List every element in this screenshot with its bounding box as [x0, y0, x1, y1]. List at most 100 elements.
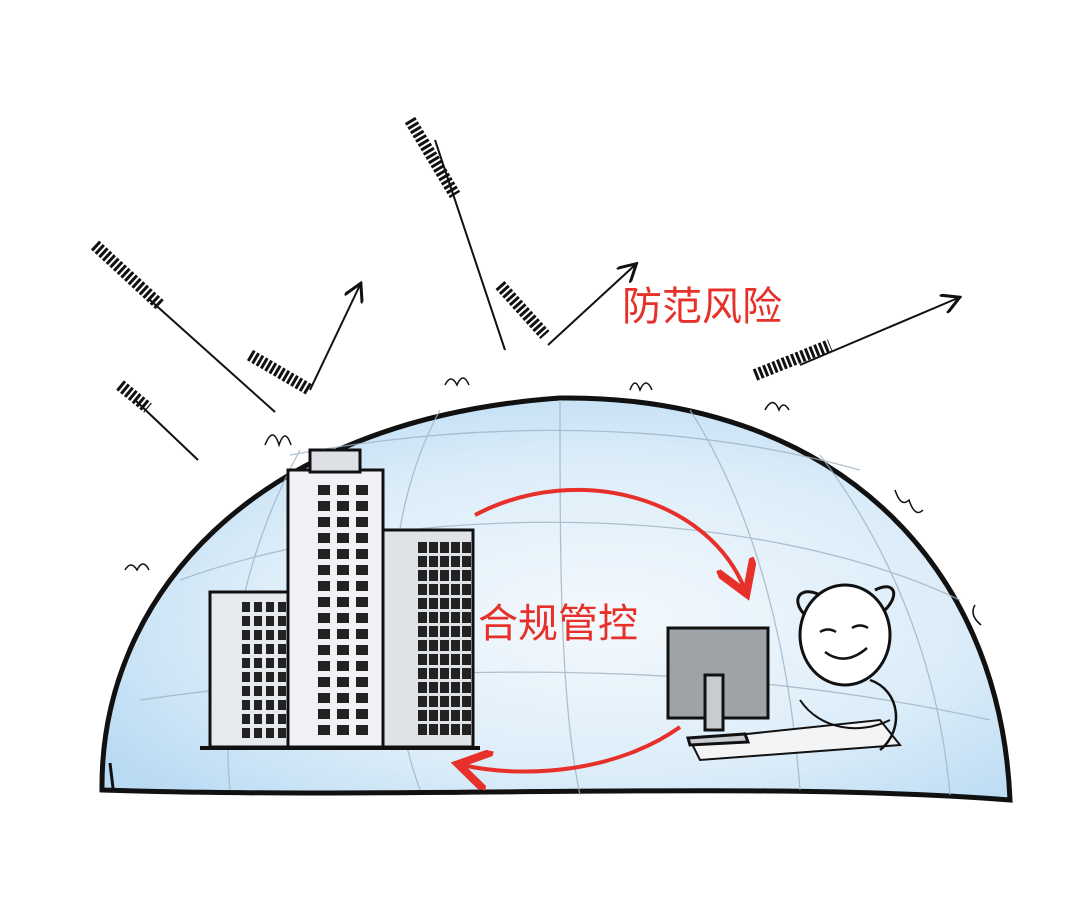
building-window — [278, 686, 286, 696]
building-window — [462, 584, 471, 595]
building-window — [337, 581, 349, 591]
building-window — [356, 677, 368, 687]
building-window — [356, 725, 368, 735]
building-window — [451, 724, 460, 735]
building-window — [440, 542, 449, 553]
building-window — [318, 709, 330, 719]
building-window — [266, 644, 274, 654]
building-window — [451, 654, 460, 665]
building-window — [337, 693, 349, 703]
building-window — [318, 661, 330, 671]
building-window — [356, 661, 368, 671]
building-window — [418, 626, 427, 637]
building-window — [266, 630, 274, 640]
building-window — [462, 598, 471, 609]
building-window — [429, 710, 438, 721]
building-window — [451, 542, 460, 553]
building-window — [429, 584, 438, 595]
risk-prevention-label: 防范风险 — [622, 284, 782, 330]
deflected-arrows — [90, 116, 982, 626]
building-window — [278, 700, 286, 710]
building-window — [418, 696, 427, 707]
building-window — [418, 542, 427, 553]
building-window — [356, 485, 368, 495]
building-window — [254, 672, 262, 682]
building-window — [462, 612, 471, 623]
buildings — [200, 448, 480, 750]
building-window — [266, 700, 274, 710]
building-window — [451, 710, 460, 721]
building-window — [337, 677, 349, 687]
building-window — [278, 644, 286, 654]
building-window — [337, 725, 349, 735]
building-window — [451, 640, 460, 651]
building-window — [242, 616, 250, 626]
compliance-control-label: 合规管控 — [478, 601, 638, 647]
building-window — [356, 549, 368, 559]
cycle-arrows — [462, 487, 745, 772]
building-window — [254, 728, 262, 738]
building-window — [318, 485, 330, 495]
building-window — [462, 696, 471, 707]
building-window — [356, 709, 368, 719]
building-window — [429, 570, 438, 581]
building-window — [266, 616, 274, 626]
building-window — [462, 682, 471, 693]
building-window — [242, 728, 250, 738]
building-window — [440, 710, 449, 721]
building-window — [266, 658, 274, 668]
building-window — [278, 728, 286, 738]
building-window — [429, 654, 438, 665]
building-window — [266, 602, 274, 612]
building-window — [318, 597, 330, 607]
building-window — [429, 626, 438, 637]
building-window — [418, 584, 427, 595]
building-window — [337, 485, 349, 495]
building-window — [266, 728, 274, 738]
building-window — [462, 570, 471, 581]
building-window — [356, 629, 368, 639]
building-window — [451, 626, 460, 637]
building-window — [254, 658, 262, 668]
building-window — [318, 581, 330, 591]
building-window — [440, 696, 449, 707]
building-window — [440, 724, 449, 735]
building-window — [418, 654, 427, 665]
building-window — [440, 570, 449, 581]
building-window — [418, 598, 427, 609]
building-window — [278, 630, 286, 640]
building-window — [356, 645, 368, 655]
building-window — [440, 598, 449, 609]
building-window — [318, 565, 330, 575]
building-window — [418, 570, 427, 581]
building-window — [337, 517, 349, 527]
signature-mark — [108, 762, 121, 794]
building-window — [462, 654, 471, 665]
building-window — [254, 714, 262, 724]
building-window — [254, 644, 262, 654]
building-window — [429, 556, 438, 567]
building-window — [254, 616, 262, 626]
building-window — [462, 556, 471, 567]
building-window — [278, 658, 286, 668]
building-window — [451, 598, 460, 609]
building-window — [318, 725, 330, 735]
building-window — [337, 629, 349, 639]
building-window — [462, 542, 471, 553]
building-window — [356, 693, 368, 703]
building-window — [356, 501, 368, 511]
building-window — [429, 668, 438, 679]
building-window — [337, 533, 349, 543]
building-window — [278, 714, 286, 724]
building-window — [318, 549, 330, 559]
building-window — [318, 613, 330, 623]
building-window — [462, 626, 471, 637]
building-window — [440, 682, 449, 693]
building-window — [429, 542, 438, 553]
building-window — [318, 501, 330, 511]
building-window — [440, 612, 449, 623]
building-window — [318, 693, 330, 703]
building-window — [429, 682, 438, 693]
building-window — [356, 613, 368, 623]
